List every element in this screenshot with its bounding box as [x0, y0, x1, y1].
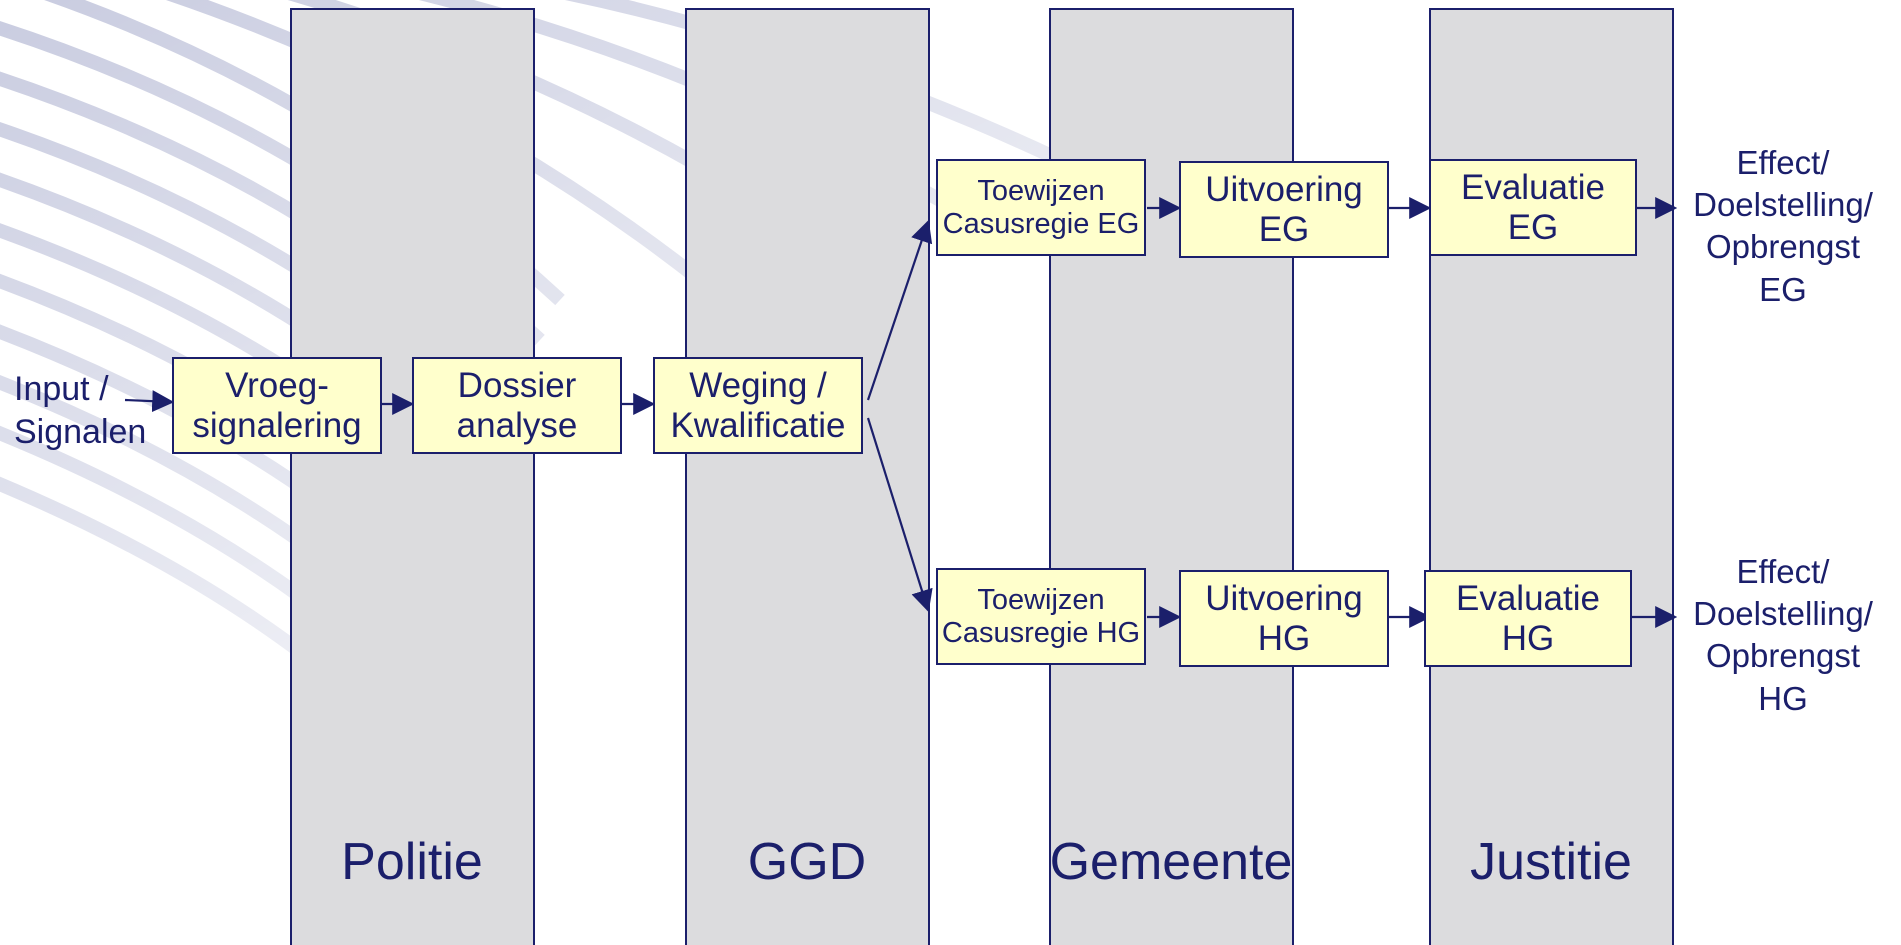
output-effect-hg: Effect/ Doelstelling/ Opbrengst HG — [1683, 551, 1883, 720]
output-eg-line-1: Effect/ — [1736, 144, 1830, 181]
lane-ggd — [685, 8, 930, 945]
lane-label-politie: Politie — [341, 833, 483, 891]
node-vroegsignalering-line-1: Vroeg- — [225, 366, 329, 406]
node-uitvoering-eg: Uitvoering EG — [1179, 161, 1389, 258]
node-toewijzen-hg-line-1: Toewijzen — [977, 584, 1105, 617]
node-toewijzen-eg-line-2: Casusregie EG — [942, 207, 1140, 240]
node-evaluatie-hg: Evaluatie HG — [1424, 570, 1632, 667]
node-uitvoering-hg-line-1: Uitvoering — [1205, 579, 1363, 619]
output-eg-line-3: Opbrengst — [1705, 228, 1861, 266]
node-weging-kwalificatie: Weging / Kwalificatie — [653, 357, 863, 454]
lane-label-ggd: GGD — [747, 833, 867, 891]
node-evaluatie-hg-line-2: HG — [1501, 618, 1555, 658]
lane-gemeente — [1049, 8, 1294, 945]
node-weging-line-2: Kwalificatie — [670, 405, 846, 445]
node-uitvoering-eg-line-1: Uitvoering — [1205, 170, 1363, 210]
output-eg-line-2: Doelstelling/ — [1693, 186, 1873, 224]
node-dossier-analyse-line-1: Dossier — [457, 366, 577, 406]
node-toewijzen-eg-line-1: Toewijzen — [977, 175, 1105, 208]
node-dossier-analyse: Dossier analyse — [412, 357, 622, 454]
output-eg-line-4: EG — [1759, 270, 1807, 308]
output-hg-line-3: Opbrengst — [1705, 637, 1861, 675]
node-uitvoering-eg-line-2: EG — [1258, 209, 1310, 249]
node-evaluatie-eg: Evaluatie EG — [1429, 159, 1637, 256]
lane-label-gemeente: Gemeente — [1049, 833, 1293, 891]
node-weging-line-1: Weging / — [689, 366, 827, 406]
input-line-1: Input / — [14, 370, 109, 408]
output-hg-line-2: Doelstelling/ — [1693, 595, 1873, 633]
node-dossier-analyse-line-2: analyse — [456, 405, 578, 445]
node-uitvoering-hg: Uitvoering HG — [1179, 570, 1389, 667]
input-signalen-label: Input / Signalen — [14, 368, 146, 453]
node-vroegsignalering-line-2: signalering — [192, 405, 362, 445]
node-toewijzen-casusregie-eg: Toewijzen Casusregie EG — [936, 159, 1146, 256]
node-toewijzen-casusregie-hg: Toewijzen Casusregie HG — [936, 568, 1146, 665]
node-toewijzen-hg-line-2: Casusregie HG — [941, 616, 1141, 649]
node-evaluatie-hg-line-1: Evaluatie — [1456, 579, 1600, 619]
node-uitvoering-hg-line-2: HG — [1257, 618, 1311, 658]
output-hg-line-4: HG — [1758, 679, 1808, 717]
lane-politie — [290, 8, 535, 945]
lane-label-justitie: Justitie — [1470, 833, 1632, 891]
output-effect-eg: Effect/ Doelstelling/ Opbrengst EG — [1683, 142, 1883, 311]
node-vroegsignalering: Vroeg- signalering — [172, 357, 382, 454]
node-evaluatie-eg-line-2: EG — [1507, 207, 1559, 247]
node-evaluatie-eg-line-1: Evaluatie — [1461, 168, 1605, 208]
output-hg-line-1: Effect/ — [1736, 553, 1830, 590]
input-line-2: Signalen — [14, 412, 147, 451]
lane-justitie — [1429, 8, 1674, 945]
